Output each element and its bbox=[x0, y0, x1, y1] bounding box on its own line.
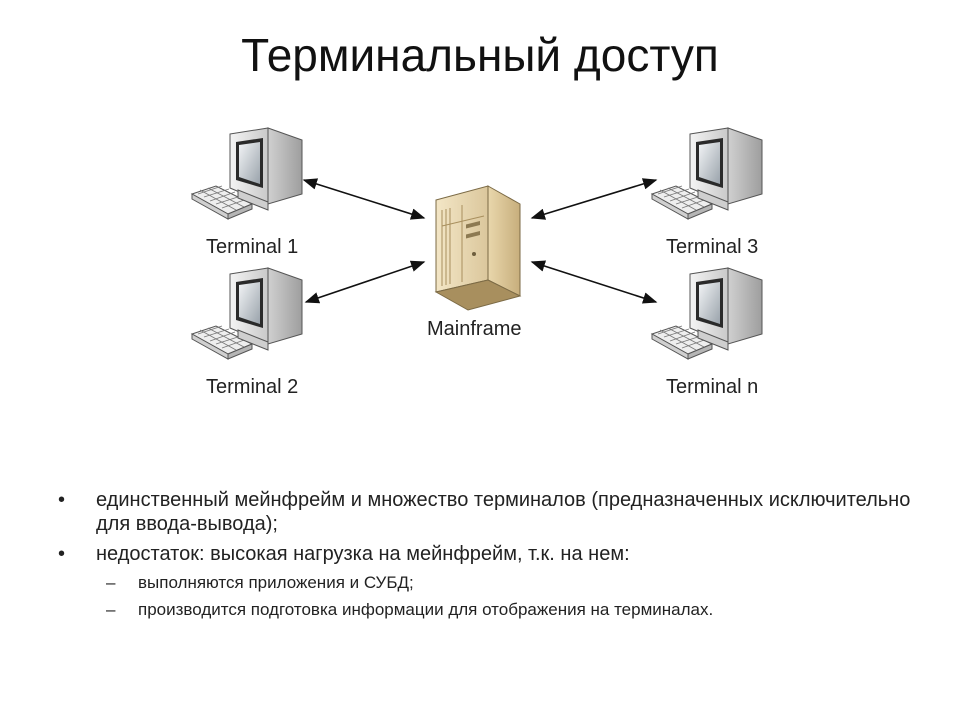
connection-arrow-2 bbox=[304, 260, 426, 304]
bullet-text: единственный мейнфрейм и множество терми… bbox=[96, 489, 911, 535]
sub-marker: – bbox=[106, 600, 116, 619]
terminal-3-label: Terminal 3 bbox=[666, 236, 759, 258]
terminal-computer-icon bbox=[191, 127, 303, 220]
bullet-item-1: • единственный мейнфрейм и множество тер… bbox=[58, 488, 918, 536]
bullet-text: недостаток: высокая нагрузка на мейнфрей… bbox=[96, 543, 630, 565]
slide-title: Терминальный доступ bbox=[241, 29, 719, 81]
sub-item-2: – производится подготовка информации для… bbox=[58, 599, 918, 621]
terminal-2-label: Terminal 2 bbox=[206, 376, 299, 398]
mainframe-label: Mainframe bbox=[427, 318, 522, 340]
bullet-item-2: • недостаток: высокая нагрузка на мейнфр… bbox=[58, 542, 918, 566]
sub-item-1: – выполняются приложения и СУБД; bbox=[58, 572, 918, 594]
bullet-marker: • bbox=[58, 489, 66, 511]
connection-arrow-1 bbox=[302, 178, 426, 220]
sub-text: производится подготовка информации для о… bbox=[138, 600, 714, 619]
connection-arrow-4 bbox=[530, 260, 658, 304]
terminal-computer-icon bbox=[191, 267, 303, 360]
bullet-list: • единственный мейнфрейм и множество тер… bbox=[58, 488, 918, 626]
terminal-1-label: Terminal 1 bbox=[206, 236, 299, 258]
network-diagram bbox=[191, 127, 763, 360]
terminal-computer-icon bbox=[651, 267, 763, 360]
sub-marker: – bbox=[106, 573, 116, 592]
terminal-computer-icon bbox=[651, 127, 763, 220]
sub-text: выполняются приложения и СУБД; bbox=[138, 573, 414, 592]
mainframe-server-icon bbox=[435, 185, 521, 311]
connection-arrow-3 bbox=[530, 178, 658, 220]
bullet-marker: • bbox=[58, 543, 66, 565]
terminal-n-label: Terminal n bbox=[666, 376, 759, 398]
